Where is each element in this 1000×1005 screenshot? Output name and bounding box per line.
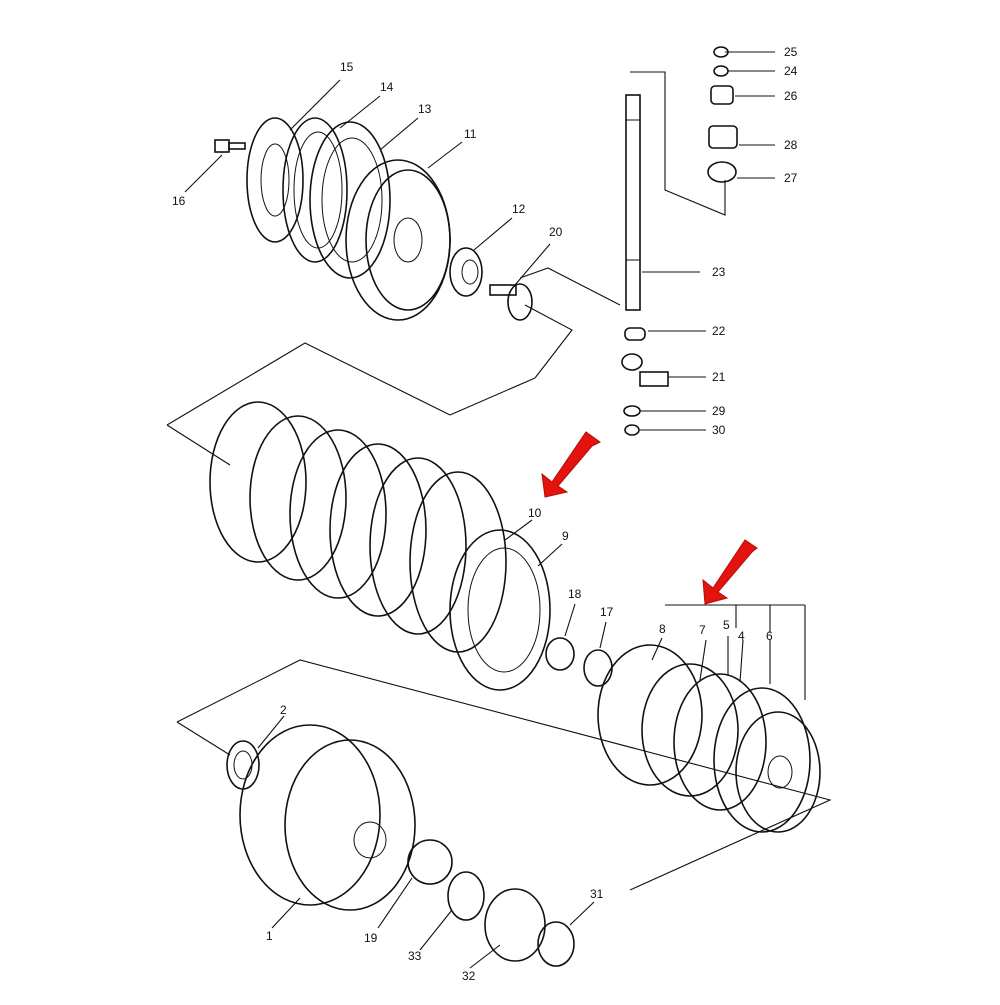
part-21-lever bbox=[621, 353, 669, 387]
part-2-thrust-washer bbox=[226, 740, 260, 790]
part-20-pushrod bbox=[489, 283, 533, 321]
part-13-plate bbox=[309, 121, 391, 279]
label-6: 6 bbox=[766, 629, 773, 643]
label-1: 1 bbox=[266, 929, 273, 943]
part-18-nut bbox=[545, 637, 575, 671]
part-19-needle-bearing bbox=[407, 839, 453, 885]
label-29: 29 bbox=[712, 404, 726, 418]
part-28-needle-bearing bbox=[708, 125, 738, 149]
label-5: 5 bbox=[723, 618, 730, 632]
label-2: 2 bbox=[280, 703, 287, 717]
part-8-plate bbox=[597, 644, 703, 786]
label-22: 22 bbox=[712, 324, 726, 338]
label-8: 8 bbox=[659, 622, 666, 636]
part-5-6-clutch-boss bbox=[713, 687, 821, 833]
label-30: 30 bbox=[712, 423, 726, 437]
label-11: 11 bbox=[464, 127, 477, 141]
label-10: 10 bbox=[528, 506, 542, 520]
part-27-oil-seal bbox=[707, 161, 737, 183]
label-15: 15 bbox=[340, 60, 354, 74]
label-28: 28 bbox=[784, 138, 798, 152]
label-9: 9 bbox=[562, 529, 569, 543]
label-24: 24 bbox=[784, 64, 798, 78]
part-32-gear bbox=[484, 888, 546, 962]
part-17-lock-washer bbox=[583, 649, 613, 687]
label-33: 33 bbox=[408, 949, 422, 963]
part-29-washer bbox=[623, 405, 641, 417]
label-27: 27 bbox=[784, 171, 798, 185]
red-arrow-icon-lower bbox=[702, 539, 758, 605]
label-7: 7 bbox=[699, 623, 706, 637]
label-31: 31 bbox=[590, 887, 604, 901]
part-4-plate bbox=[673, 673, 767, 811]
part-15-plate bbox=[246, 117, 304, 243]
label-14: 14 bbox=[380, 80, 394, 94]
part-11-pressure-plate bbox=[345, 159, 451, 321]
label-18: 18 bbox=[568, 587, 582, 601]
part-24-washer bbox=[713, 65, 729, 77]
part-1-clutch-housing bbox=[239, 724, 416, 911]
label-20: 20 bbox=[549, 225, 563, 239]
label-25: 25 bbox=[784, 45, 798, 59]
part-22-spring bbox=[624, 327, 646, 341]
label-32: 32 bbox=[462, 969, 476, 983]
label-23: 23 bbox=[712, 265, 726, 279]
part-26-bushing bbox=[710, 85, 734, 105]
part-33-washer bbox=[447, 871, 485, 921]
part-16-bolt bbox=[214, 139, 246, 153]
label-13: 13 bbox=[418, 102, 432, 116]
part-10-plate-stack bbox=[209, 401, 507, 653]
label-21: 21 bbox=[712, 370, 726, 384]
label-16: 16 bbox=[172, 194, 186, 208]
part-number-labels: 1 2 4 5 6 7 8 9 10 11 12 13 14 15 16 17 … bbox=[172, 45, 798, 983]
guide-lines bbox=[166, 71, 832, 891]
label-19: 19 bbox=[364, 931, 378, 945]
part-30-washer bbox=[624, 424, 640, 436]
part-23-shaft bbox=[625, 94, 641, 311]
part-7-plate bbox=[641, 663, 739, 797]
part-31-washer bbox=[537, 921, 575, 967]
label-26: 26 bbox=[784, 89, 798, 103]
part-12-bearing bbox=[449, 247, 483, 297]
red-arrow-icon-upper bbox=[541, 431, 601, 498]
leader-lines bbox=[184, 51, 806, 969]
label-17: 17 bbox=[600, 605, 614, 619]
label-4: 4 bbox=[738, 629, 745, 643]
part-9-friction-plate bbox=[449, 529, 551, 691]
label-12: 12 bbox=[512, 202, 526, 216]
